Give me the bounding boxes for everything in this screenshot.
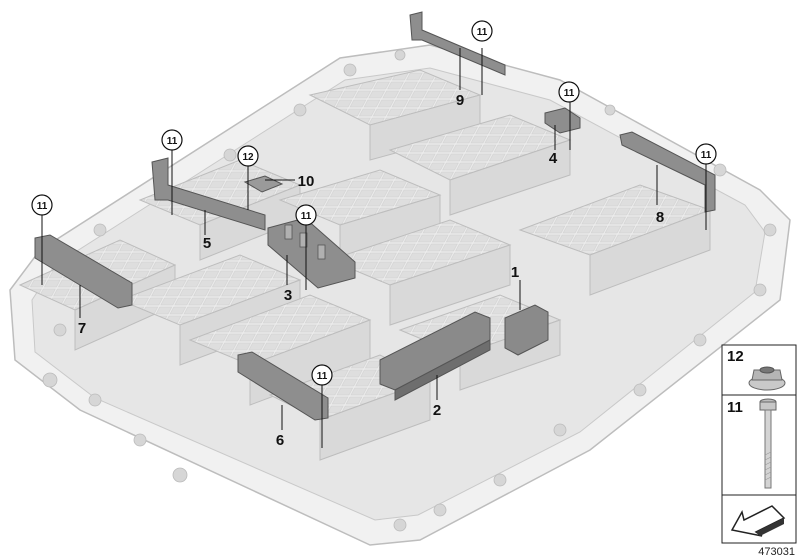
callout-7: 7 <box>78 320 86 337</box>
circled-callout-12: 12 <box>242 152 254 163</box>
callout-1: 1 <box>511 264 519 281</box>
circled-callout-11-d: 11 <box>167 136 178 147</box>
diagram-id: 473031 <box>758 546 795 558</box>
bracket-5 <box>151 157 266 231</box>
bracket-7 <box>34 234 133 309</box>
bracket-4 <box>544 107 581 134</box>
callout-6: 6 <box>276 432 284 449</box>
bolt-icon <box>759 398 777 489</box>
callout-3: 3 <box>284 287 292 304</box>
circled-callouts <box>31 20 717 386</box>
circled-callout-11-e: 11 <box>301 211 312 222</box>
parts-legend: 12 11 <box>721 344 797 544</box>
circled-callout-11-g: 11 <box>317 371 328 382</box>
circled-callout-11-a: 11 <box>477 27 488 38</box>
leader-lines <box>41 48 707 448</box>
bracket-2 <box>379 311 491 401</box>
bracket-6 <box>237 351 329 421</box>
bracket-9 <box>409 11 506 76</box>
flange-nut-icon <box>748 366 786 391</box>
callout-8: 8 <box>656 209 664 226</box>
callout-2: 2 <box>433 402 441 419</box>
callouts: 1 2 3 4 5 6 7 8 9 10 <box>78 92 664 449</box>
circled-callout-labels: 11 11 11 11 11 11 11 12 <box>37 27 712 382</box>
circled-callout-11-b: 11 <box>564 88 575 99</box>
callout-5: 5 <box>203 235 211 252</box>
circled-callout-11-f: 11 <box>37 201 48 212</box>
bracket-1 <box>504 304 549 356</box>
bracket-8 <box>619 131 716 213</box>
callout-9: 9 <box>456 92 464 109</box>
battery-modules <box>18 69 712 461</box>
callout-4: 4 <box>549 150 558 167</box>
legend-label-12: 12 <box>727 348 744 365</box>
direction-arrow-icon <box>730 505 786 537</box>
circled-callout-11-c: 11 <box>701 150 712 161</box>
callout-10: 10 <box>298 173 315 190</box>
legend-label-11: 11 <box>727 399 743 416</box>
